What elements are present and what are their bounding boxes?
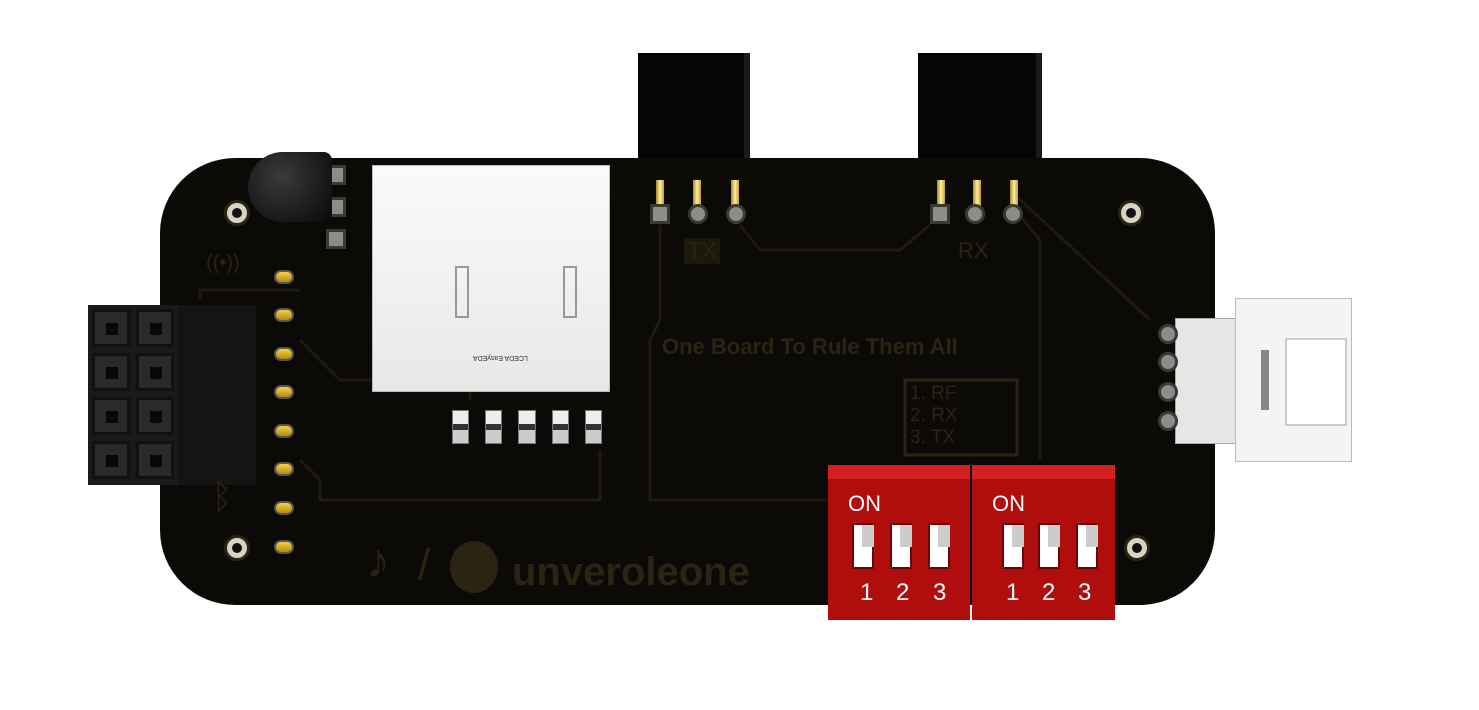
separator-slash: / bbox=[418, 540, 431, 589]
dip-toggle[interactable] bbox=[1038, 523, 1060, 569]
tx-connector bbox=[638, 53, 750, 163]
dip-number: 1 bbox=[860, 579, 874, 606]
dip-switch-1[interactable]: ON 1 2 3 bbox=[828, 465, 970, 620]
rx-pin bbox=[937, 180, 945, 212]
board-title: One Board To Rule Them All bbox=[662, 334, 958, 359]
jst-connector[interactable] bbox=[1175, 298, 1352, 462]
transistor bbox=[248, 152, 332, 222]
dip-number: 1 bbox=[1006, 579, 1020, 606]
dip-number: 2 bbox=[896, 579, 910, 606]
tx-label: TX bbox=[684, 238, 721, 264]
wifi-icon: ((•)) bbox=[206, 252, 240, 274]
jst-pad bbox=[1158, 382, 1178, 402]
dip-toggle[interactable] bbox=[890, 523, 912, 569]
tx-pin bbox=[693, 180, 701, 212]
tx-pin bbox=[731, 180, 739, 212]
dip-number: 3 bbox=[1078, 579, 1092, 606]
mounting-hole bbox=[1124, 535, 1150, 561]
tx-pad bbox=[688, 204, 708, 224]
dip-toggle[interactable] bbox=[1002, 523, 1024, 569]
dip-on-label: ON bbox=[992, 491, 1025, 516]
rx-label: RX bbox=[958, 238, 989, 263]
jst-pad bbox=[1158, 352, 1178, 372]
pin-header-2x4 bbox=[88, 305, 256, 485]
dip-on-label: ON bbox=[848, 491, 881, 516]
rx-pad bbox=[1003, 204, 1023, 224]
dip-toggle[interactable] bbox=[852, 523, 874, 569]
bluetooth-icon: ᛒ bbox=[212, 478, 233, 516]
transistor-pad bbox=[326, 229, 346, 249]
rx-pad bbox=[930, 204, 950, 224]
tx-pad bbox=[726, 204, 746, 224]
legend-item: 2. RX bbox=[910, 405, 958, 426]
tx-pin bbox=[656, 180, 664, 212]
jst-pad bbox=[1158, 411, 1178, 431]
legend-list: 1. RF 2. RX 3. TX bbox=[910, 383, 958, 449]
dip-switch-2[interactable]: ON 1 2 3 bbox=[972, 465, 1115, 620]
github-icon bbox=[450, 541, 498, 593]
legend-box bbox=[903, 378, 1019, 457]
mounting-hole bbox=[224, 535, 250, 561]
easyeda-logo: LCEDA EasyEDA bbox=[473, 354, 528, 361]
sd-smd-pads bbox=[452, 410, 603, 450]
sd-card-slot[interactable]: LCEDA EasyEDA bbox=[372, 165, 610, 392]
tiktok-icon: ♪ bbox=[366, 535, 390, 588]
tx-pad bbox=[650, 204, 670, 224]
jst-pad bbox=[1158, 324, 1178, 344]
legend-item: 3. TX bbox=[910, 427, 956, 448]
dip-number: 3 bbox=[933, 579, 947, 606]
dip-toggle[interactable] bbox=[928, 523, 950, 569]
rx-pin bbox=[1010, 180, 1018, 212]
legend-item: 1. RF bbox=[910, 383, 957, 404]
dip-toggle[interactable] bbox=[1076, 523, 1098, 569]
mounting-hole bbox=[224, 200, 250, 226]
rx-pad bbox=[965, 204, 985, 224]
mounting-hole bbox=[1118, 200, 1144, 226]
author-handle: unveroleone bbox=[512, 550, 750, 594]
dip-number: 2 bbox=[1042, 579, 1056, 606]
rx-pin bbox=[973, 180, 981, 212]
rx-connector bbox=[918, 53, 1042, 163]
